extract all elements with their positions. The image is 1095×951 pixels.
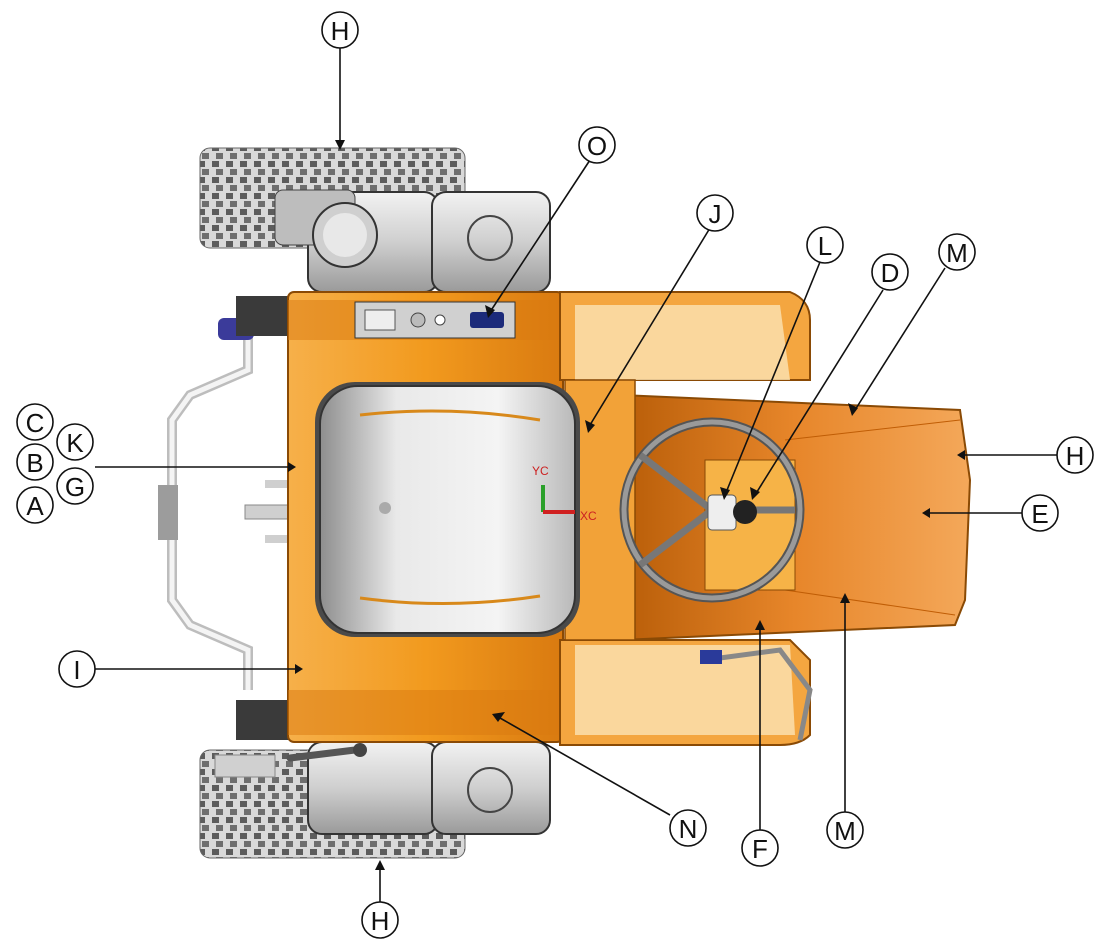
callout-J: J xyxy=(696,194,734,232)
callout-B: B xyxy=(16,443,54,481)
bottom-lever xyxy=(286,743,367,762)
svg-text:H: H xyxy=(1066,441,1085,471)
tank-top-right xyxy=(431,191,551,293)
svg-text:N: N xyxy=(679,814,698,844)
callout-M-top: M xyxy=(938,233,976,271)
callout-H-bottom: H xyxy=(361,901,399,939)
callout-D: D xyxy=(871,253,909,291)
seat xyxy=(315,382,580,637)
svg-text:G: G xyxy=(65,472,85,502)
leader-lines xyxy=(95,48,1058,902)
svg-text:O: O xyxy=(587,131,607,161)
steering-wheel xyxy=(619,417,805,603)
svg-text:L: L xyxy=(818,231,832,261)
svg-text:B: B xyxy=(26,448,43,478)
svg-text:H: H xyxy=(331,16,350,46)
svg-text:I: I xyxy=(73,655,80,685)
callout-M-bottom: M xyxy=(826,811,864,849)
control-panel xyxy=(354,301,516,339)
callout-E: E xyxy=(1021,494,1059,532)
axle-stub-top xyxy=(218,296,296,340)
callout-I: I xyxy=(58,650,96,688)
callout-A: A xyxy=(16,486,54,524)
callout-F: F xyxy=(741,829,779,867)
axle-stub-bottom xyxy=(214,700,296,778)
side-lever xyxy=(700,647,813,741)
x-axis-label: XC xyxy=(580,509,597,523)
callout-L: L xyxy=(806,226,844,264)
callout-H-right: H xyxy=(1056,436,1094,474)
rear-hitch-frame xyxy=(158,330,291,690)
svg-text:A: A xyxy=(26,491,44,521)
svg-text:E: E xyxy=(1031,499,1048,529)
arrowheads xyxy=(288,140,965,870)
svg-text:M: M xyxy=(946,238,968,268)
svg-text:J: J xyxy=(709,199,722,229)
svg-text:D: D xyxy=(881,258,900,288)
callout-H-top: H xyxy=(321,11,359,49)
svg-text:F: F xyxy=(752,834,768,864)
svg-text:H: H xyxy=(371,906,390,936)
axis-triad: YC XC xyxy=(532,464,597,523)
callout-K: K xyxy=(56,423,94,461)
callout-O: O xyxy=(578,126,616,164)
y-axis-label: YC xyxy=(532,464,549,478)
svg-text:K: K xyxy=(66,428,84,458)
tank-bottom-right xyxy=(431,741,551,835)
air-filter xyxy=(274,189,378,268)
callout-G: G xyxy=(56,467,94,505)
svg-text:M: M xyxy=(834,816,856,846)
callout-C: C xyxy=(16,403,54,441)
svg-text:C: C xyxy=(26,408,45,438)
callout-N: N xyxy=(669,809,707,847)
